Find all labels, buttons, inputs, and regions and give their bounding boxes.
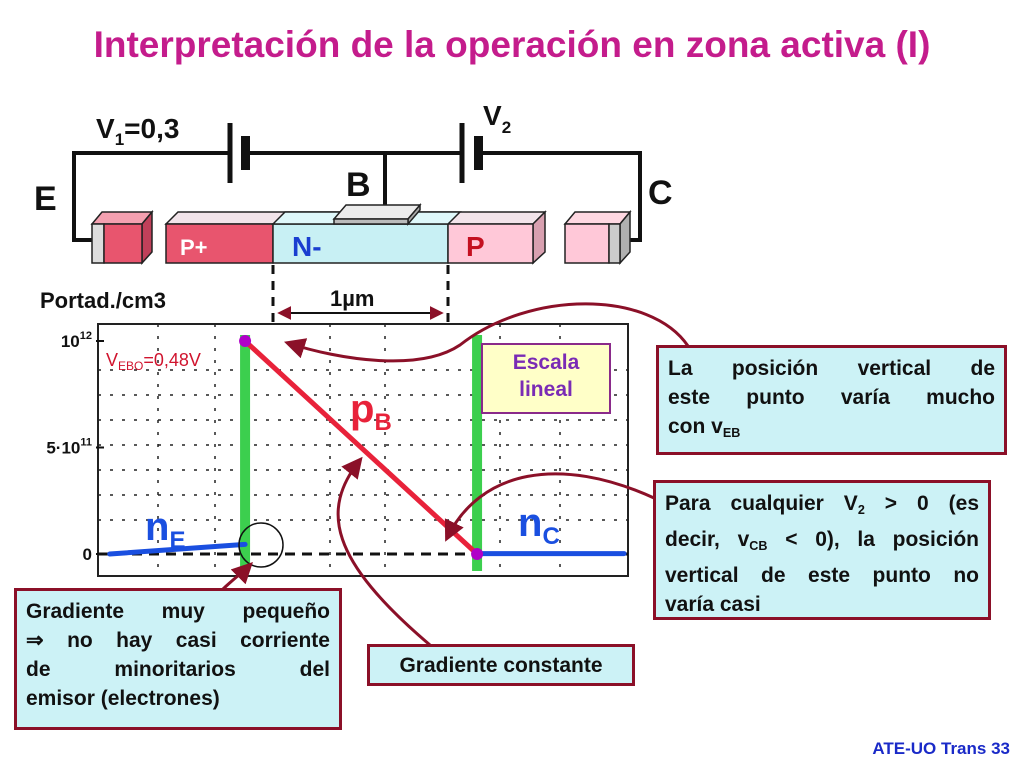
arrow-to-top-point	[284, 302, 690, 363]
pb-label: pB	[350, 387, 392, 436]
region-p	[447, 223, 534, 264]
emitter-contact	[90, 209, 154, 265]
slide-title: Interpretación de la operación en zona a…	[94, 24, 931, 65]
v2-condition-line-2: decir, vCB < 0), la posición	[665, 527, 979, 553]
vertical-position-line-3: con vEB	[668, 415, 741, 440]
plot-ticks: 0 5·1011 1012	[46, 330, 104, 564]
annotation-arrows	[213, 302, 690, 647]
small-gradient-line-1: Gradiente muy pequeño	[26, 600, 330, 623]
transistor-bar	[164, 202, 547, 265]
ne-label: nE	[145, 505, 185, 554]
junction-bar	[472, 335, 483, 571]
small-gradient-line-2: ⇒ no hay casi corriente	[26, 629, 330, 652]
width-dimension	[271, 265, 450, 330]
series-line-nE	[107, 541, 248, 557]
implies-arrow-icon: ⇒	[26, 629, 44, 652]
region-n-minus	[272, 223, 449, 264]
v2-label: V2	[483, 100, 511, 137]
small-gradient-note: Gradiente muy pequeño ⇒ no hay casi corr…	[14, 588, 342, 730]
arrow-to-gradient-line	[336, 456, 431, 647]
scale-box: Escala lineal	[481, 343, 611, 414]
y-tick-label: 5·1011	[46, 437, 92, 458]
v2-condition-note: Para cualquier V2 > 0 (es decir, vCB < 0…	[653, 480, 991, 620]
junction-bar	[240, 335, 251, 571]
y-tick-label: 1012	[61, 330, 92, 351]
pb-endpoint-marker	[239, 335, 252, 347]
battery-v2	[459, 123, 483, 183]
constant-gradient-label: Gradiente constante	[399, 654, 603, 677]
y-tick-label: 0	[83, 545, 92, 564]
plot-area: 0 5·1011 1012	[46, 323, 629, 577]
collector-contact	[563, 209, 632, 265]
series-line-pB	[242, 338, 480, 557]
scale-line-2: lineal	[519, 378, 573, 401]
terminal-c-label: C	[648, 174, 673, 212]
battery-v1	[227, 123, 250, 183]
footer-label: ATE-UO Trans 33	[872, 739, 1010, 758]
v2-condition-line-1: Para cualquier V2 > 0 (es	[665, 492, 979, 517]
terminal-b-label: B	[346, 166, 371, 204]
plot-ylabel: Portad./cm3	[40, 288, 166, 313]
plot-grid	[98, 324, 628, 576]
emitter-wire	[72, 151, 230, 242]
pb-endpoint-marker	[471, 548, 484, 560]
small-gradient-line-3: de minoritarios del	[26, 658, 330, 681]
nc-label: nC	[518, 501, 560, 550]
constant-gradient-note: Gradiente constante	[367, 644, 635, 686]
vebo-label: VEBO=0,48V	[106, 350, 201, 373]
v1-label: V1=0,3	[96, 113, 179, 149]
terminal-e-label: E	[34, 180, 57, 218]
v2-condition-line-3: vertical de este punto no	[665, 563, 979, 587]
vertical-position-note: La posición vertical de este punto varía…	[656, 345, 1007, 455]
scale-line-1: Escala	[512, 351, 580, 374]
region-n-minus-label: N-	[292, 231, 322, 262]
v2-condition-line-4: varía casi	[665, 592, 761, 616]
region-p-label: P	[466, 231, 485, 262]
small-gradient-line-4: emisor (electrones)	[26, 687, 220, 710]
width-label: 1µm	[330, 286, 374, 311]
region-p-plus-label: P+	[180, 235, 208, 260]
small-gradient-circle	[238, 522, 284, 568]
vertical-position-line-1: La posición vertical de	[668, 357, 995, 380]
arrow-to-bottom-point	[444, 472, 655, 542]
vertical-position-line-2: este punto varía mucho	[668, 386, 995, 409]
region-p-plus	[165, 223, 274, 264]
